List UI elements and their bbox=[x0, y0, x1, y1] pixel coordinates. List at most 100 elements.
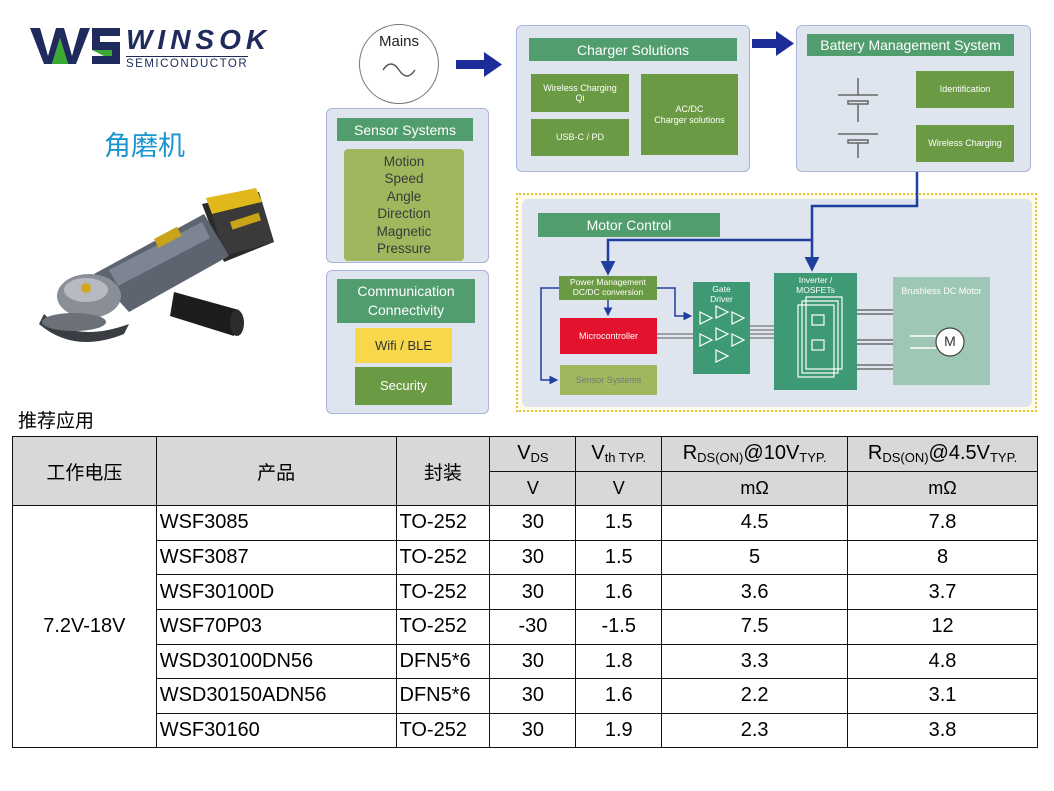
header-r45: RDS(ON)@4.5VTYP. bbox=[847, 436, 1038, 472]
package-cell: TO-252 bbox=[395, 574, 491, 610]
product-cell: WSF70P03 bbox=[155, 608, 397, 645]
pm-line1: Power Management bbox=[569, 277, 647, 288]
table-row: WSD30100DN56 DFN5*6 30 1.8 3.3 4.8 bbox=[13, 643, 1038, 680]
unit-r45: mΩ bbox=[847, 470, 1038, 507]
sensor-list: Motion Speed Angle Direction Magnetic Pr… bbox=[344, 149, 464, 261]
vth-cell: 1.8 bbox=[575, 643, 663, 680]
wireless-qi-line2: Qi bbox=[575, 93, 585, 103]
r45-cond: @4.5V bbox=[928, 442, 990, 465]
vth-cell: 1.6 bbox=[575, 574, 663, 610]
sensor-systems-panel: Sensor Systems Motion Speed Angle Direct… bbox=[326, 108, 489, 263]
sensor-item: Direction bbox=[377, 206, 431, 221]
r45-cell: 7.8 bbox=[847, 505, 1038, 541]
unit-vds: V bbox=[489, 470, 577, 507]
table-row: 7.2V-18V WSF3085 TO-252 30 1.5 4.5 7.8 bbox=[12, 505, 1038, 749]
unit-r10: mΩ bbox=[661, 470, 849, 507]
vds-sub: DS bbox=[530, 450, 549, 466]
voltage-range-cell: 7.2V-18V bbox=[12, 505, 157, 749]
table-row: WSF30160 TO-252 30 1.9 2.3 3.8 bbox=[13, 712, 1038, 749]
sensor-title: Sensor Systems bbox=[337, 118, 473, 141]
brand-subtitle: SEMICONDUCTOR bbox=[126, 56, 249, 70]
diagram-connectors bbox=[456, 31, 965, 385]
vds-cell: 30 bbox=[489, 539, 577, 576]
r10-cell: 3.6 bbox=[661, 574, 849, 610]
acdc-line2: Charger solutions bbox=[654, 114, 725, 125]
mains-to-charger-arrow bbox=[456, 52, 502, 77]
r10-cond: @10V bbox=[743, 442, 800, 465]
sensor-item: Angle bbox=[386, 188, 422, 204]
winsok-logo-mark-icon bbox=[30, 28, 120, 64]
section-label: 推荐应用 bbox=[18, 410, 95, 432]
mains-label: Mains bbox=[378, 33, 419, 50]
r10-cell: 3.3 bbox=[661, 643, 849, 680]
mosfet-stack-icon bbox=[797, 296, 843, 378]
r45-cell: 12 bbox=[847, 608, 1038, 645]
r10-cell: 5 bbox=[661, 539, 849, 576]
vth-cell: 1.5 bbox=[575, 505, 663, 541]
brand-name: WINSOK bbox=[126, 24, 272, 55]
product-cell: WSD30100DN56 bbox=[155, 643, 397, 680]
wifi-ble-box: Wifi / BLE bbox=[355, 328, 452, 363]
r10-cell: 2.3 bbox=[661, 712, 849, 749]
vth-main: V bbox=[591, 442, 605, 465]
usbc-pd-label: USB-C / PD bbox=[555, 132, 604, 143]
table-row: WSD30150ADN56 DFN5*6 30 1.6 2.2 3.1 bbox=[13, 678, 1038, 714]
vds-cell: 30 bbox=[489, 678, 577, 714]
vds-main: V bbox=[517, 442, 531, 465]
vth-cell: -1.5 bbox=[575, 608, 663, 645]
product-cell: WSF30160 bbox=[155, 712, 397, 749]
vds-cell: 30 bbox=[489, 505, 577, 541]
motor-sensor-box: Sensor Systems bbox=[560, 365, 657, 395]
communication-panel: Communication Connectivity Wifi / BLE Se… bbox=[326, 270, 489, 414]
vds-cell: 30 bbox=[489, 643, 577, 680]
microcontroller-box: Microcontroller bbox=[560, 318, 657, 354]
package-cell: DFN5*6 bbox=[395, 643, 491, 680]
r45-cell: 3.7 bbox=[847, 574, 1038, 610]
header-vds: VDS bbox=[489, 436, 577, 472]
table-row: WSF3087 TO-252 30 1.5 5 8 bbox=[13, 539, 1038, 576]
sensor-item: Motion bbox=[383, 153, 425, 169]
gate-driver-icon bbox=[699, 305, 746, 363]
motor-symbol-label: M bbox=[944, 333, 956, 349]
comm-title: Communication Connectivity bbox=[337, 279, 475, 323]
header-voltage: 工作电压 bbox=[12, 435, 157, 507]
comm-title-line1: Communication bbox=[357, 283, 455, 299]
r10-cell: 4.5 bbox=[661, 505, 849, 541]
r10-main: R bbox=[682, 442, 698, 465]
comm-title-line2: Connectivity bbox=[367, 302, 445, 318]
header-vth: Vth TYP. bbox=[575, 436, 663, 472]
sensor-item: Pressure bbox=[376, 241, 432, 256]
acdc-line1: AC/DC bbox=[675, 104, 704, 115]
motor-icon bbox=[910, 327, 965, 357]
product-cell: WSD30150ADN56 bbox=[155, 678, 397, 714]
inverter-line2: MOSFETs bbox=[796, 284, 835, 295]
header-product: 产品 bbox=[155, 435, 397, 507]
vds-cell: 30 bbox=[489, 712, 577, 749]
gate-to-inverter-bus bbox=[750, 325, 774, 339]
inverter-mosfets-box: Inverter /MOSFETs bbox=[774, 273, 857, 390]
identification-box: Identification bbox=[916, 71, 1014, 108]
gate-line2: Driver bbox=[710, 293, 733, 304]
pm-line2: DC/DC conversion bbox=[572, 287, 644, 297]
vth-cell: 1.6 bbox=[575, 678, 663, 714]
usbc-pd-box: USB-C / PD bbox=[531, 119, 629, 156]
angle-grinder-image bbox=[39, 188, 274, 342]
package-cell: TO-252 bbox=[395, 539, 491, 576]
security-box: Security bbox=[355, 367, 452, 405]
r10-cell: 7.5 bbox=[661, 608, 849, 645]
vth-cell: 1.5 bbox=[575, 539, 663, 576]
inverter-line1: Inverter / bbox=[798, 275, 833, 285]
pm-to-sensor-line bbox=[540, 287, 559, 385]
sensor-item: Magnetic bbox=[376, 223, 432, 239]
package-cell: TO-252 bbox=[395, 505, 491, 541]
unit-vth: V bbox=[575, 470, 663, 507]
battery-icon bbox=[838, 78, 878, 158]
gate-line1: Gate bbox=[712, 284, 731, 294]
bms-wireless-box: Wireless Charging bbox=[916, 125, 1014, 162]
product-title: 角磨机 bbox=[104, 131, 185, 162]
package-cell: TO-252 bbox=[395, 608, 491, 645]
bms-wireless-label: Wireless Charging bbox=[928, 138, 1002, 149]
